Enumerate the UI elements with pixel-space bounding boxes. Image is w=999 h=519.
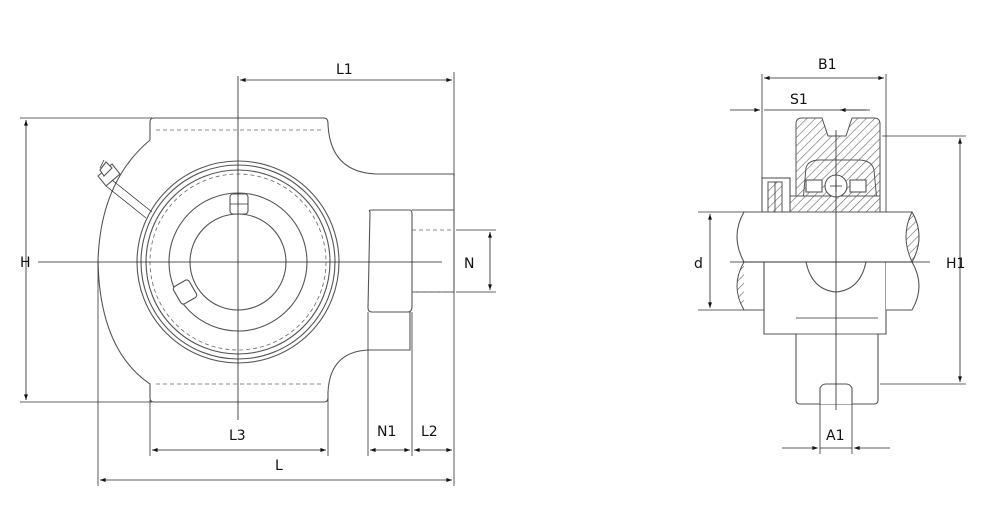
label-L: L xyxy=(275,458,283,474)
label-H: H xyxy=(20,255,31,271)
label-S1: S1 xyxy=(790,92,808,108)
set-screw-left xyxy=(172,279,198,305)
label-N: N xyxy=(464,256,474,272)
label-B1: B1 xyxy=(818,57,837,73)
slot-outline xyxy=(367,209,413,313)
label-L2: L2 xyxy=(421,424,438,440)
shaft xyxy=(736,211,920,263)
side-view: B1 S1 d H1 A1 xyxy=(694,57,966,454)
label-L1: L1 xyxy=(336,62,353,78)
bearing-inner-ring xyxy=(789,195,881,213)
housing-lower xyxy=(763,261,887,405)
grease-nipple-icon xyxy=(97,159,153,219)
label-N1: N1 xyxy=(377,424,396,440)
label-d: d xyxy=(694,256,703,272)
front-view: L1 H N L3 N1 L2 L xyxy=(20,62,496,486)
label-A1: A1 xyxy=(826,428,844,444)
label-L3: L3 xyxy=(229,428,246,444)
label-H1: H1 xyxy=(946,256,965,272)
